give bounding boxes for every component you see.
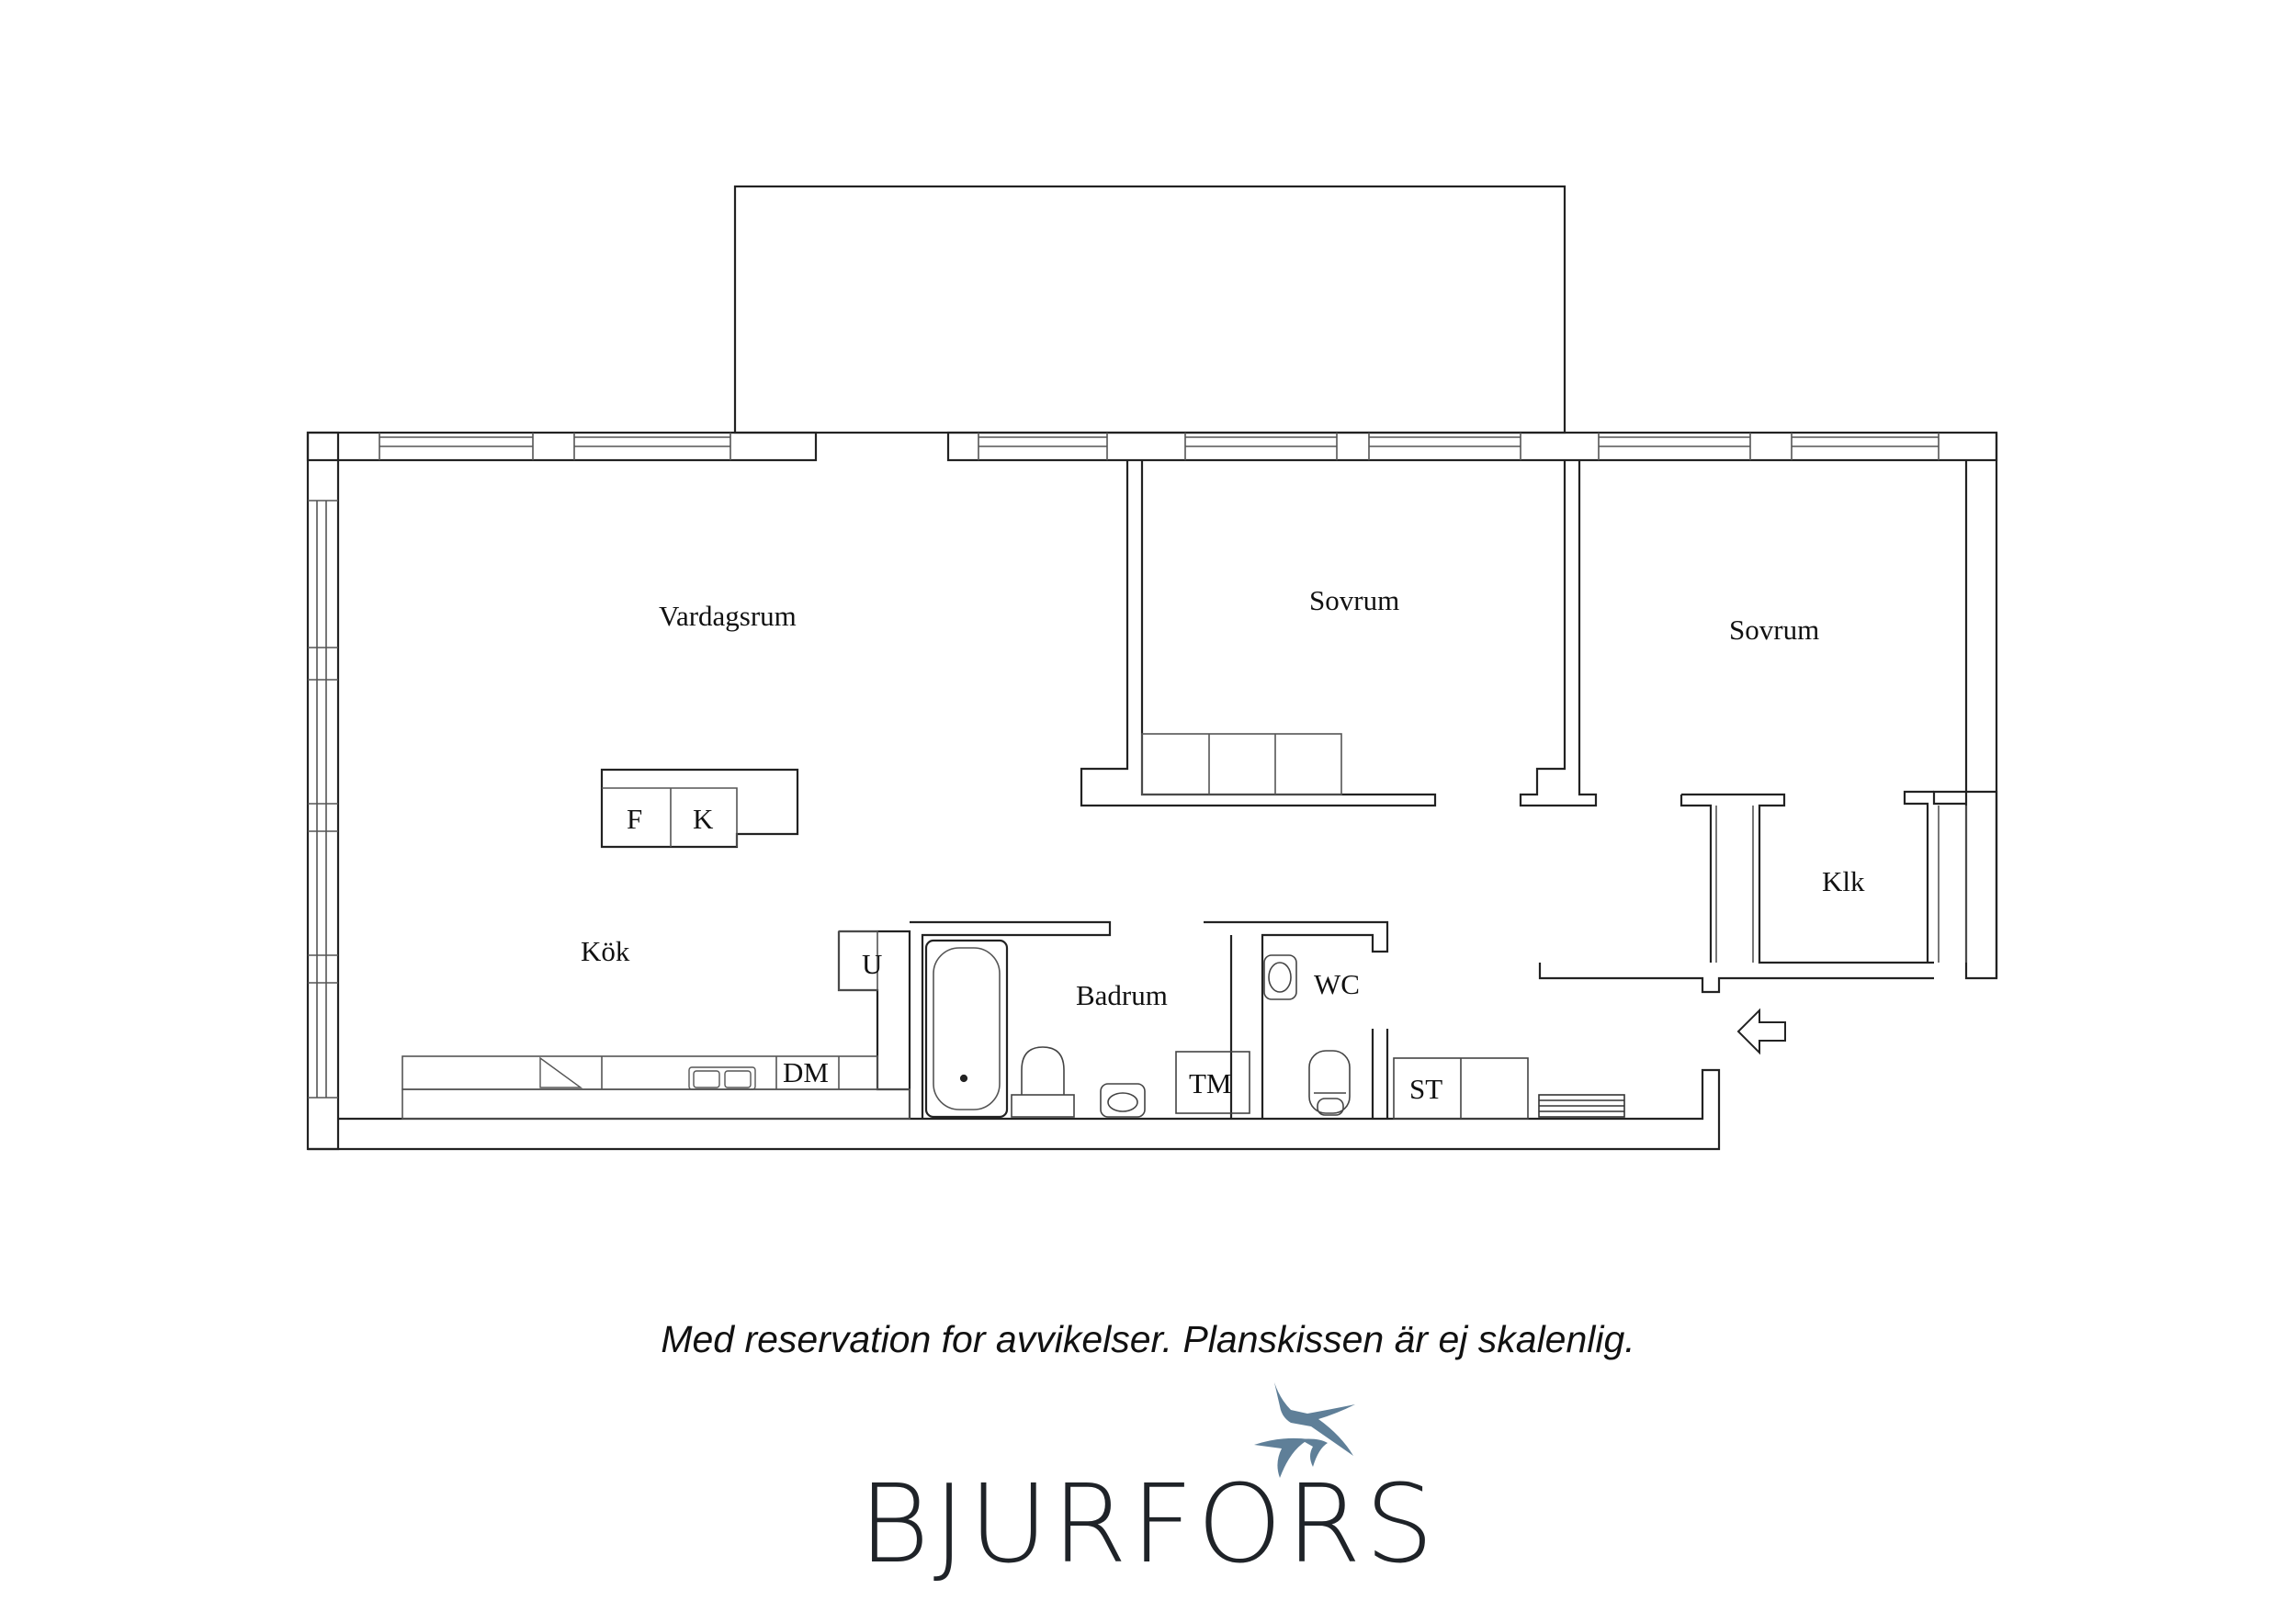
fixture-label-storage: ST [1409,1073,1442,1105]
bathtub-icon [924,939,1009,1119]
fixture-label-dishwasher: DM [783,1056,829,1088]
room-label-living: Vardagsrum [659,600,797,632]
room-label-kitchen: Kök [581,935,630,967]
toilet-icon [1011,1046,1075,1118]
fixture-label-dryer: TM [1189,1067,1232,1099]
bedroom-divider [1519,460,1598,807]
bird-logo-icon [1254,1382,1355,1478]
fixture-label-fridge: K [693,803,714,835]
left-windows [308,500,338,1099]
closet-shelves [1715,806,1967,963]
wc-basin-icon [1263,954,1297,1000]
closet-left-wall [1680,795,1713,963]
bottom-wall [308,1068,1721,1151]
hall-wall [1538,963,1934,994]
room-label-bedroom2: Sovrum [1729,614,1819,646]
room-label-closet: Klk [1822,865,1865,897]
entrance-arrow-icon [1736,1008,1786,1055]
kitchen-counter-base [402,1088,910,1120]
left-wall [306,431,340,1151]
bathroom-right-wall [1204,920,1389,1119]
fixture-label-freezer: F [627,803,642,835]
room-label-bathroom: Badrum [1076,979,1168,1011]
room-label-wc: WC [1314,968,1360,1000]
bedroom1-walls [1080,460,1437,807]
balcony-outline [733,185,1566,434]
closet-walls [1681,793,1934,964]
wc-right-wall [1371,1029,1389,1119]
wc-toilet-icon [1308,1050,1351,1116]
closet-right-wall [1903,790,1934,963]
stove-icon [539,1056,583,1088]
radiator-icon [1538,1094,1625,1118]
bedroom1-wardrobe [1141,733,1342,795]
sink-icon [688,1066,756,1090]
oven-unit [838,930,878,991]
top-windows [379,433,1940,460]
fixture-label-oven: U [862,948,882,980]
dryer-unit [1175,1051,1250,1114]
disclaimer-text: Med reservation for avvikelser. Planskis… [661,1318,1635,1360]
basin-icon [1100,1083,1146,1118]
room-label-bedroom1: Sovrum [1309,584,1399,616]
bathroom-walls [910,920,1112,1119]
right-wall [1932,460,1998,980]
brand-wordmark: BJURFORS [858,1460,1438,1587]
